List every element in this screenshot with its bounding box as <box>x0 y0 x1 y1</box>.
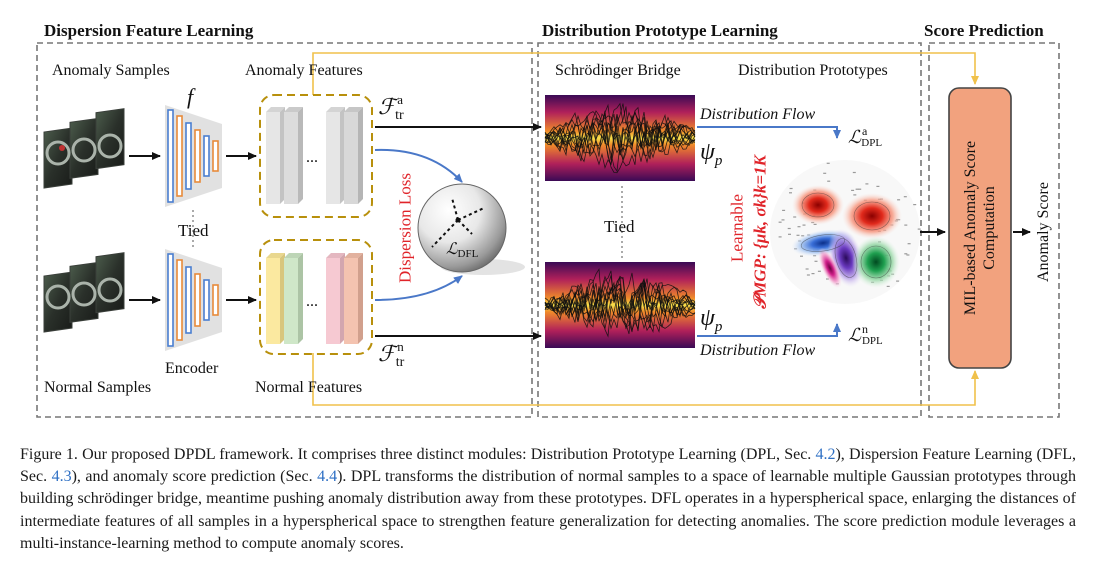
caption-text-4: ). DPL transforms the distribution of no… <box>20 468 1077 552</box>
anomaly-sample-images <box>43 108 125 189</box>
label-normal-samples: Normal Samples <box>44 379 152 396</box>
anomaly-feature-dots: ... <box>306 149 318 166</box>
F-tr-a-main: ℱ <box>378 94 396 119</box>
label-distribution-flow-bottom: Distribution Flow <box>700 342 816 359</box>
label-mgp-prototypes: 𝒫MGP: {μk, σk}k=1K <box>750 155 770 309</box>
label-learnable: Learnable <box>727 194 747 262</box>
anomaly-features-box <box>259 94 373 218</box>
section-title-prototype: Distribution Prototype Learning <box>542 21 778 40</box>
dpdl-framework-diagram: ... ... <box>36 42 1060 418</box>
label-encoder: Encoder <box>165 360 219 377</box>
psi-top-sub: p <box>714 153 723 169</box>
psi-bottom-main: ψ <box>700 305 715 331</box>
dispersion-arrow-top <box>374 148 463 183</box>
hypersphere-icon <box>417 183 525 275</box>
caption-text-3: ), and anomaly score prediction (Sec. <box>71 468 318 486</box>
distribution-flow-top-arrow <box>697 126 841 139</box>
F-tr-n-main: ℱ <box>378 341 396 366</box>
label-schrodinger-bridge: Schrödinger Bridge <box>555 62 681 79</box>
yellow-connector-top <box>312 52 979 95</box>
label-anomaly-samples: Anomaly Samples <box>52 62 170 79</box>
F-tr-a-sub: tr <box>395 108 404 123</box>
label-dispersion-loss: Dispersion Loss <box>395 172 415 284</box>
L-dpl-a-sup: a <box>861 124 868 138</box>
feature-bars <box>266 107 363 344</box>
gaussian-prototypes-icon <box>770 160 921 304</box>
L-dpl-a-main: ℒ <box>848 127 861 147</box>
F-tr-n-sup: n <box>397 339 404 354</box>
psi-top-main: ψ <box>700 139 715 165</box>
normal-sample-images <box>43 252 125 333</box>
L-dpl-n-sup: n <box>861 322 868 336</box>
caption-text-2: ), Dispersion Feature Learning (DFL, Sec… <box>20 446 1077 486</box>
label-distribution-prototypes: Distribution Prototypes <box>738 62 888 79</box>
L-dpl-n-main: ℒ <box>848 325 861 345</box>
F-tr-n-sub: tr <box>395 355 405 370</box>
caption-ref-dpl[interactable]: 4.2 <box>815 446 836 463</box>
label-anomaly-score: Anomaly Score <box>1035 182 1052 282</box>
L-dfl-main: ℒ <box>446 241 458 258</box>
label-anomaly-features: Anomaly Features <box>245 62 363 79</box>
score-module-frame <box>928 42 1060 418</box>
bridge-trajectories <box>544 102 696 338</box>
figure-caption: Figure 1. Our proposed DPDL framework. I… <box>20 444 1076 555</box>
normal-features-box <box>259 239 373 355</box>
prototype-module-frame <box>537 42 922 418</box>
L-dpl-n-sub: DPL <box>861 335 883 347</box>
label-tied-left: Tied <box>178 221 209 240</box>
ring-sample-icon <box>45 133 123 166</box>
symbol-L-dfl: ℒDFL <box>446 241 479 260</box>
label-distribution-flow-top: Distribution Flow <box>700 106 816 123</box>
symbol-psi-top: ψp <box>700 139 722 169</box>
yellow-connector-bottom <box>312 353 979 406</box>
caption-text-1: Figure 1. Our proposed DPDL framework. I… <box>20 446 816 463</box>
mil-block <box>948 87 1012 369</box>
label-encoder-symbol: f <box>187 84 194 109</box>
symbol-psi-bottom: ψp <box>700 305 722 335</box>
label-mil-block: MIL-based Anomaly Score Computation <box>962 140 998 316</box>
F-tr-a-sup: a <box>397 92 404 107</box>
section-title-dispersion: Dispersion Feature Learning <box>44 21 254 40</box>
symbol-L-dpl-a: ℒaDPL <box>848 125 887 149</box>
label-tied-right: Tied <box>604 217 635 236</box>
distribution-flow-bottom-arrow <box>697 323 841 337</box>
caption-ref-score[interactable]: 4.4 <box>317 468 338 486</box>
symbol-L-dpl-n: ℒnDPL <box>848 323 888 347</box>
encoder-layers <box>167 109 219 347</box>
section-title-score: Score Prediction <box>924 21 1044 40</box>
caption-ref-dfl[interactable]: 4.3 <box>51 468 72 486</box>
label-normal-features: Normal Features <box>255 379 363 396</box>
L-dfl-sub: DFL <box>457 248 479 260</box>
psi-bottom-sub: p <box>714 319 723 335</box>
dispersion-arrow-bottom <box>374 275 463 301</box>
dispersion-module-frame <box>36 42 533 418</box>
normal-feature-dots: ... <box>306 293 318 310</box>
L-dpl-a-sub: DPL <box>861 137 883 149</box>
